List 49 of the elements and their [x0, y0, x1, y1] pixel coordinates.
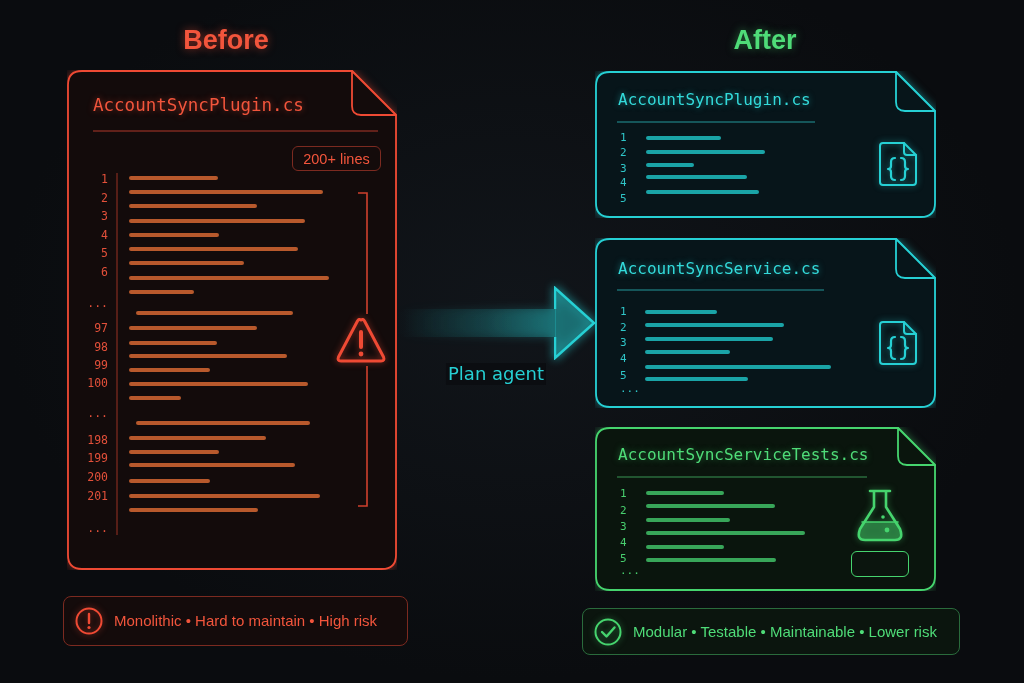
line-number: 1 [620, 486, 627, 502]
line-number: 4 [620, 351, 627, 367]
line-number: 5 [620, 191, 627, 207]
empty-tag [851, 551, 909, 577]
file-name: AccountSyncPlugin.cs [93, 95, 304, 116]
line-number: 4 [620, 175, 627, 191]
file-card [595, 238, 936, 408]
line-number: 4 [101, 227, 108, 243]
line-number: 6 [101, 264, 108, 280]
file-card [595, 427, 936, 591]
section-heading: After [733, 24, 797, 56]
line-number: 3 [620, 335, 627, 351]
summary-panel [63, 596, 408, 646]
line-number: 200 [87, 469, 108, 485]
line-number: 1 [620, 304, 627, 320]
line-number: 198 [87, 432, 108, 448]
file-card [67, 70, 397, 570]
line-number: 97 [94, 320, 108, 336]
summary-text: Monolithic • Hard to maintain • High risk [114, 612, 378, 630]
line-number: 5 [620, 368, 627, 384]
line-number: 2 [620, 320, 627, 336]
line-number: 201 [87, 488, 108, 504]
section-heading: Before [183, 24, 269, 56]
line-number: ... [87, 405, 108, 421]
file-card [595, 71, 936, 218]
line-count-badge: 200+ lines [292, 146, 381, 171]
line-number: 3 [620, 161, 627, 177]
line-number: 5 [101, 245, 108, 261]
line-number: ... [620, 381, 640, 397]
line-number: 2 [620, 145, 627, 161]
file-name: AccountSyncServiceTests.cs [618, 445, 869, 465]
line-number: ... [87, 295, 108, 311]
line-number: 98 [94, 339, 108, 355]
line-number: 3 [101, 208, 108, 224]
line-number: 2 [101, 190, 108, 206]
line-number: 100 [87, 375, 108, 391]
line-number: 99 [94, 357, 108, 373]
line-number: 1 [620, 130, 627, 146]
line-number: 199 [87, 450, 108, 466]
line-number: 3 [620, 519, 627, 535]
summary-text: Modular • Testable • Maintainable • Lower risk [633, 622, 937, 641]
file-name: AccountSyncService.cs [618, 259, 821, 279]
edge-label: Plan agent [446, 363, 546, 385]
summary-panel [582, 608, 960, 655]
file-name: AccountSyncPlugin.cs [618, 90, 811, 110]
line-number: ... [87, 520, 108, 536]
line-number: 2 [620, 503, 627, 519]
line-number: 1 [101, 171, 108, 187]
line-number: 4 [620, 535, 627, 551]
